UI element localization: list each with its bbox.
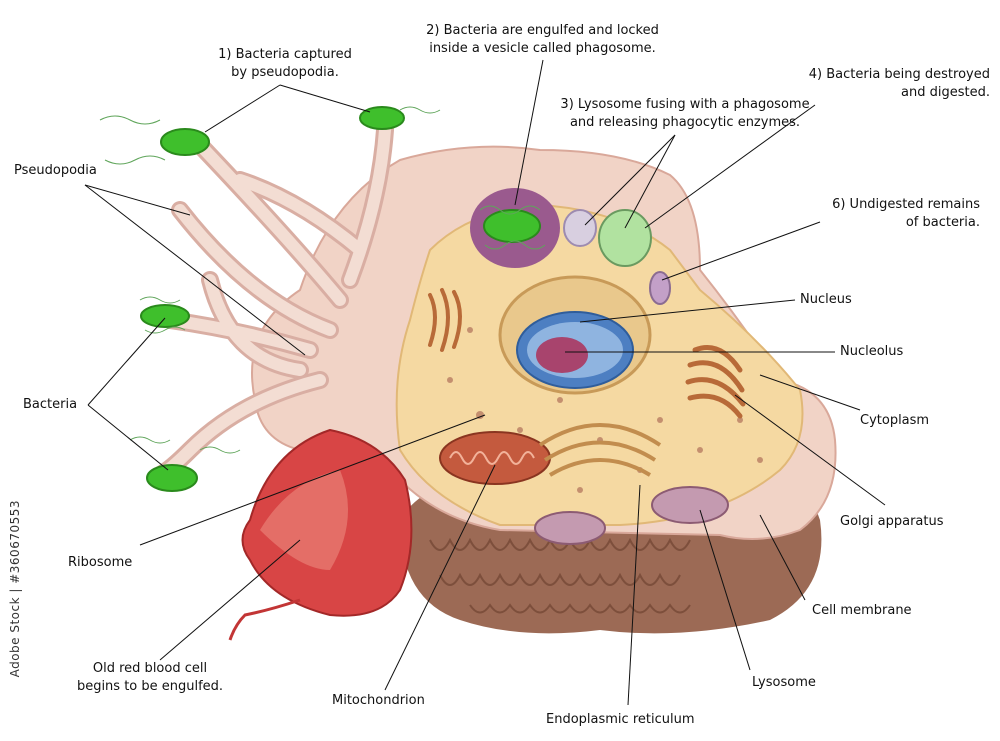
label-ribosome: Ribosome <box>68 555 133 570</box>
label-golgi-apparatus: Golgi apparatus <box>840 514 944 529</box>
golgi-left <box>428 288 462 352</box>
label-lysosome: Lysosome <box>752 675 816 690</box>
nucleus <box>498 275 652 395</box>
label-nucleus: Nucleus <box>800 292 852 307</box>
bacterium-1 <box>99 115 210 165</box>
mitochondrion <box>439 431 551 485</box>
rough-er <box>538 423 662 477</box>
golgi-right <box>685 345 746 419</box>
bacteria-group <box>99 106 441 492</box>
label-old-red-blood-cell: Old red blood cell begins to be engulfed… <box>76 661 224 694</box>
label-lysosome-fusing: 3) Lysosome fusing with a phagosome and … <box>560 97 810 130</box>
label-endoplasmic-reticulum: Endoplasmic reticulum <box>546 712 695 727</box>
label-pseudopodia: Pseudopodia <box>14 163 97 178</box>
bacterium-2 <box>359 106 441 130</box>
leader-lines <box>84 59 886 706</box>
label-mitochondrion: Mitochondrion <box>332 693 425 708</box>
bacterium-3 <box>139 296 190 334</box>
red-blood-cell <box>228 428 413 641</box>
label-bacteria-captured: 1) Bacteria captured by pseudopodia. <box>218 47 352 80</box>
stock-watermark: Adobe Stock | #360670553 <box>8 500 22 678</box>
label-bacteria-engulfed: 2) Bacteria are engulfed and locked insi… <box>426 23 659 56</box>
label-cytoplasm: Cytoplasm <box>860 413 930 428</box>
label-bacteria-destroyed: 4) Bacteria being destroyed and digested… <box>808 67 990 100</box>
bacterium-4 <box>129 436 241 492</box>
label-cell-membrane: Cell membrane <box>812 603 912 618</box>
phagosome <box>470 188 560 268</box>
label-bacteria: Bacteria <box>23 397 78 412</box>
lysosomes-bottom <box>534 486 729 545</box>
label-nucleolus: Nucleolus <box>840 344 904 359</box>
lysosome-vesicles <box>563 209 671 305</box>
label-undigested-remains: 6) Undigested remains of bacteria. <box>832 197 980 230</box>
